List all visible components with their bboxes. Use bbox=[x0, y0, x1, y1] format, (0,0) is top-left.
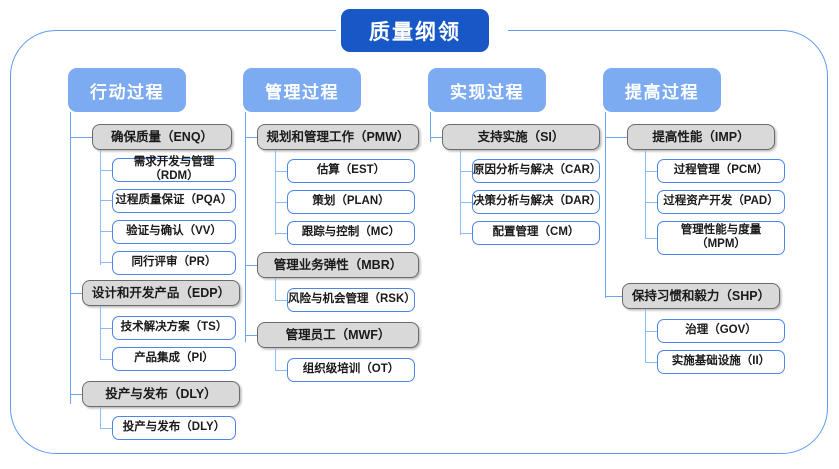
group-mwf[interactable]: 管理员工（MWF） bbox=[257, 322, 419, 348]
subtrunk-pmw bbox=[275, 150, 277, 235]
elbow-shp bbox=[605, 296, 622, 298]
elbow-mbr bbox=[245, 265, 257, 267]
leaf-rdm[interactable]: 需求开发与管理（RDM） bbox=[112, 156, 236, 182]
group-shp[interactable]: 保持习惯和毅力（SHP） bbox=[622, 283, 780, 309]
group-dly[interactable]: 投产与发布（DLY） bbox=[82, 381, 240, 407]
leaf-ii[interactable]: 实施基础设施（II） bbox=[657, 350, 785, 374]
leaf-cm[interactable]: 配置管理（CM） bbox=[472, 221, 600, 245]
leaf-pcm[interactable]: 过程管理（PCM） bbox=[657, 159, 785, 183]
subtrunk-imp bbox=[645, 150, 647, 239]
column-header-implement[interactable]: 实现过程 bbox=[428, 68, 546, 112]
sub-elbow-est bbox=[275, 171, 287, 173]
diagram-title: 质量纲领 bbox=[341, 9, 489, 52]
sub-elbow-ii bbox=[645, 362, 657, 364]
leaf-rsk[interactable]: 风险与机会管理（RSK） bbox=[287, 288, 416, 312]
trunk-col-manage bbox=[245, 112, 247, 342]
column-header-action[interactable]: 行动过程 bbox=[68, 68, 186, 112]
subtrunk-dly bbox=[100, 407, 102, 429]
sub-elbow-dly-leaf bbox=[100, 428, 112, 430]
leaf-pqa[interactable]: 过程质量保证（PQA） bbox=[112, 189, 236, 213]
column-header-improve[interactable]: 提高过程 bbox=[603, 68, 721, 112]
elbow-enq bbox=[70, 137, 92, 139]
trunk-col-improve bbox=[605, 112, 607, 298]
elbow-edp bbox=[70, 293, 82, 295]
leaf-gov[interactable]: 治理（GOV） bbox=[657, 319, 785, 343]
elbow-dly bbox=[70, 394, 82, 396]
subtrunk-mbr bbox=[275, 278, 277, 301]
leaf-est[interactable]: 估算（EST） bbox=[287, 159, 415, 183]
leaf-dar[interactable]: 决策分析与解决（DAR） bbox=[472, 190, 601, 214]
trunk-col-action bbox=[70, 112, 72, 404]
sub-elbow-pad bbox=[645, 202, 657, 204]
subtrunk-edp bbox=[100, 306, 102, 360]
group-pmw[interactable]: 规划和管理工作（PMW） bbox=[257, 124, 419, 150]
sub-elbow-ot bbox=[275, 370, 287, 372]
leaf-car[interactable]: 原因分析与解决（CAR） bbox=[472, 159, 601, 183]
group-imp[interactable]: 提高性能（IMP） bbox=[627, 124, 775, 150]
subtrunk-enq bbox=[100, 150, 102, 265]
sub-elbow-rdm bbox=[100, 170, 112, 172]
sub-elbow-pcm bbox=[645, 171, 657, 173]
elbow-si bbox=[430, 137, 442, 139]
sub-elbow-plan bbox=[275, 202, 287, 204]
elbow-imp bbox=[605, 137, 627, 139]
leaf-pi[interactable]: 产品集成（PI） bbox=[112, 347, 236, 371]
leaf-dly[interactable]: 投产与发布（DLY） bbox=[112, 416, 236, 440]
group-si[interactable]: 支持实施（SI） bbox=[442, 124, 600, 150]
sub-elbow-rsk bbox=[275, 300, 287, 302]
sub-elbow-mpm bbox=[645, 238, 657, 240]
trunk-col-implement bbox=[430, 112, 432, 142]
sub-elbow-vv bbox=[100, 231, 112, 233]
leaf-vv[interactable]: 验证与确认（VV） bbox=[112, 220, 236, 244]
sub-elbow-pr bbox=[100, 262, 112, 264]
sub-elbow-ts bbox=[100, 328, 112, 330]
leaf-plan[interactable]: 策划（PLAN） bbox=[287, 190, 415, 214]
leaf-mpm[interactable]: 管理性能与度量 （MPM） bbox=[657, 221, 785, 255]
group-enq[interactable]: 确保质量（ENQ） bbox=[92, 124, 232, 150]
sub-elbow-car bbox=[460, 171, 472, 173]
subtrunk-si bbox=[460, 150, 462, 235]
column-header-manage[interactable]: 管理过程 bbox=[243, 68, 361, 112]
sub-elbow-mc bbox=[275, 233, 287, 235]
leaf-pad[interactable]: 过程资产开发（PAD） bbox=[657, 190, 785, 214]
elbow-mwf bbox=[245, 335, 257, 337]
sub-elbow-pqa bbox=[100, 200, 112, 202]
sub-elbow-gov bbox=[645, 331, 657, 333]
sub-elbow-cm bbox=[460, 233, 472, 235]
leaf-mc[interactable]: 跟踪与控制（MC） bbox=[287, 221, 415, 245]
leaf-pr[interactable]: 同行评审（PR） bbox=[112, 251, 236, 275]
subtrunk-shp bbox=[645, 309, 647, 363]
leaf-ts[interactable]: 技术解决方案（TS） bbox=[112, 316, 236, 340]
leaf-ot[interactable]: 组织级培训（OT） bbox=[287, 358, 415, 382]
subtrunk-mwf bbox=[275, 348, 277, 371]
sub-elbow-pi bbox=[100, 359, 112, 361]
group-edp[interactable]: 设计和开发产品（EDP） bbox=[82, 280, 240, 306]
elbow-pmw bbox=[245, 137, 257, 139]
sub-elbow-dar bbox=[460, 202, 472, 204]
group-mbr[interactable]: 管理业务弹性（MBR） bbox=[257, 252, 419, 278]
